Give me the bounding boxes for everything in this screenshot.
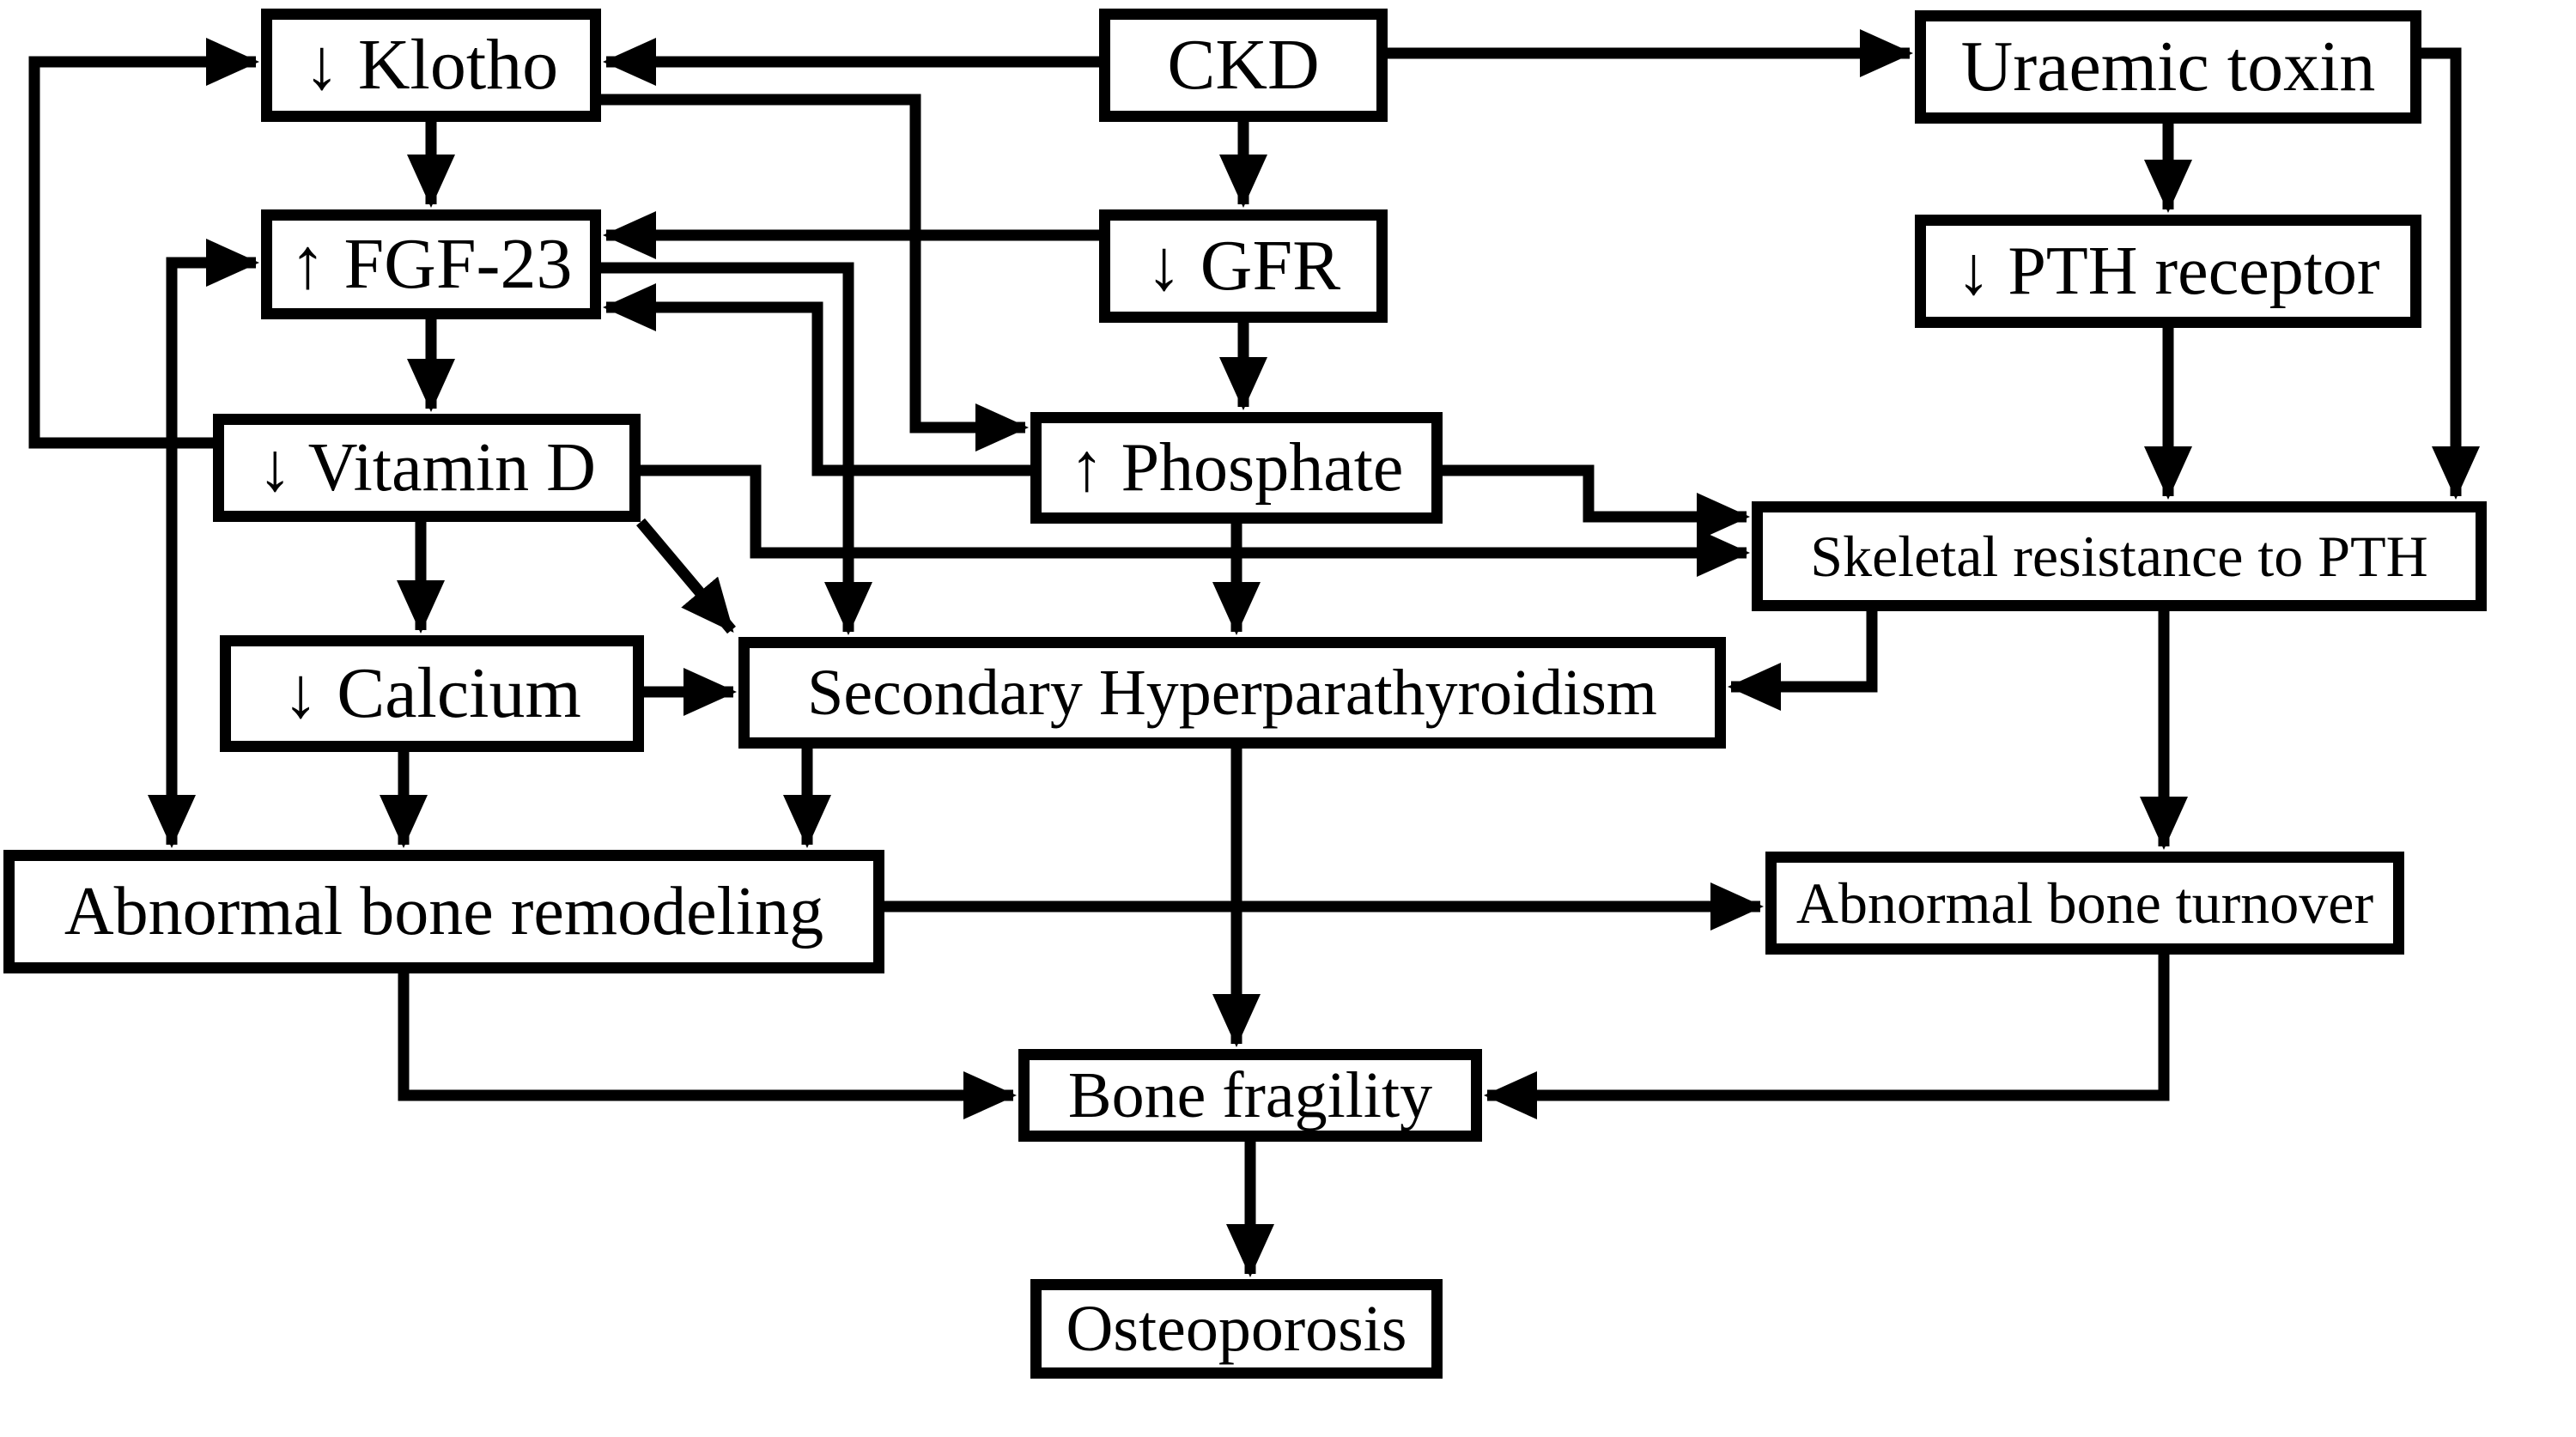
node-fgf23: ↑ FGF-23 [261, 209, 601, 319]
node-label-calcium: ↓ Calcium [283, 653, 581, 733]
node-label-shpt: Secondary Hyperparathyroidism [807, 657, 1657, 729]
node-label-klotho: ↓ Klotho [303, 25, 559, 105]
edge-phosphate-fgf23 [603, 283, 1030, 476]
edge-fgf23-shpt [601, 262, 872, 635]
node-label-skeletal: Skeletal resistance to PTH [1810, 524, 2428, 589]
node-uraemic: Uraemic toxin [1915, 10, 2421, 124]
node-label-bf: Bone fragility [1067, 1059, 1433, 1131]
edge-vitd-shpt-diagonal [636, 518, 736, 634]
node-vitd: ↓ Vitamin D [213, 414, 641, 522]
node-osteo: Osteoporosis [1030, 1279, 1443, 1379]
edge-group [28, 29, 2480, 1277]
node-label-gfr: ↓ GFR [1145, 226, 1341, 306]
node-label-vitd: ↓ Vitamin D [258, 430, 596, 506]
node-label-ckd: CKD [1167, 25, 1320, 105]
node-label-osteo: Osteoporosis [1066, 1293, 1407, 1365]
node-gfr: ↓ GFR [1099, 209, 1388, 323]
edge-vitd-klotho [28, 38, 259, 449]
node-skeletal: Skeletal resistance to PTH [1752, 501, 2487, 611]
edge-abt-bf [1484, 955, 2170, 1119]
node-label-pthr: ↓ PTH receptor [1956, 233, 2380, 309]
edge-uraemic-skeletal [2421, 47, 2480, 500]
edge-vitd-fgf23 [166, 239, 259, 443]
edge-abr-bf [398, 973, 1017, 1119]
node-label-fgf23: ↑ FGF-23 [289, 224, 573, 304]
node-label-phosphate: ↑ Phosphate [1069, 430, 1404, 506]
node-calcium: ↓ Calcium [220, 635, 644, 752]
node-ckd: CKD [1099, 9, 1388, 122]
node-klotho: ↓ Klotho [261, 9, 601, 122]
node-abt: Abnormal bone turnover [1765, 852, 2404, 955]
edge-vitd-skeletal [641, 464, 1750, 577]
edge-klotho-phosphate [601, 94, 1029, 452]
edge-phosphate-skeletal [1443, 464, 1750, 541]
edge-skeletal-shpt [1728, 611, 1878, 711]
node-label-abt: Abnormal bone turnover [1795, 870, 2374, 936]
node-label-uraemic: Uraemic toxin [1960, 27, 2376, 106]
node-shpt: Secondary Hyperparathyroidism [738, 637, 1726, 749]
node-phosphate: ↑ Phosphate [1030, 412, 1443, 524]
node-pthr: ↓ PTH receptor [1915, 215, 2421, 328]
node-abr: Abnormal bone remodeling [3, 850, 884, 973]
node-bf: Bone fragility [1018, 1049, 1482, 1142]
node-label-abr: Abnormal bone remodeling [64, 874, 824, 949]
